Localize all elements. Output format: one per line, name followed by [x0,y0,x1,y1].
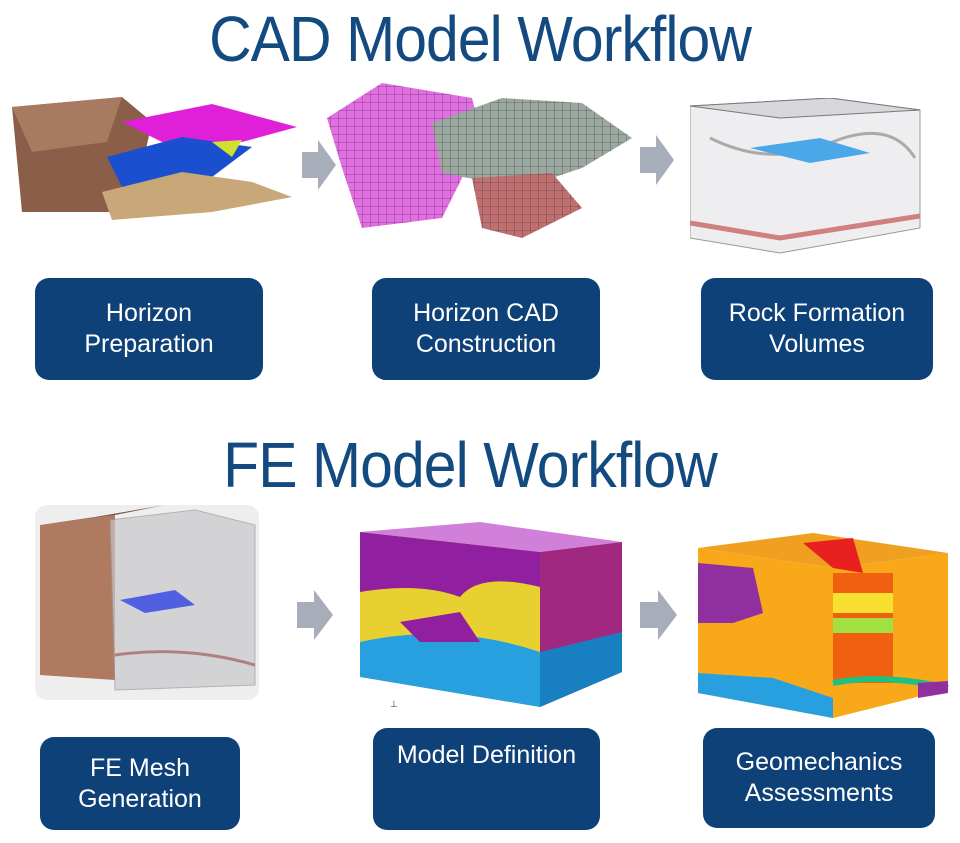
step-label: Generation [78,784,202,813]
arrow-right-icon [640,590,677,640]
cad-workflow-title: CAD Model Workflow [209,3,752,75]
horizon-cad-construction-image [327,83,632,238]
step-label: Construction [415,330,557,358]
step-label: FE Mesh [89,753,191,782]
axis-triad-icon: ⊥ [390,699,398,709]
fe-workflow-title: FE Model Workflow [223,429,718,501]
step-label: Horizon CAD [413,299,559,327]
step-model-definition: Model Definition [373,728,600,830]
arrow-right-icon [640,135,674,185]
geomechanics-assessments-image [698,533,949,718]
step-label: Model Definition [396,741,577,769]
fe-mesh-generation-image [35,505,259,700]
step-label: Geomechanics [735,748,903,776]
rock-formation-volumes-image [690,98,921,254]
arrow-right-icon [302,140,336,190]
model-definition-image: ⊥ [360,522,622,709]
step-horizon-preparation: Horizon Preparation [35,278,263,380]
horizon-preparation-image [12,97,297,220]
step-label: Preparation [84,330,214,358]
step-label: Rock Formation [728,299,906,327]
step-horizon-cad-construction: Horizon CAD Construction [372,278,600,380]
step-geomechanics-assessments: Geomechanics Assessments [703,728,935,828]
step-rock-formation-volumes: Rock Formation Volumes [701,278,933,380]
step-label: Volumes [769,330,865,358]
step-fe-mesh-generation: FE Mesh Generation [40,737,240,830]
arrow-right-icon [297,590,333,640]
step-label: Assessments [744,779,894,807]
step-label: Horizon [105,299,193,327]
